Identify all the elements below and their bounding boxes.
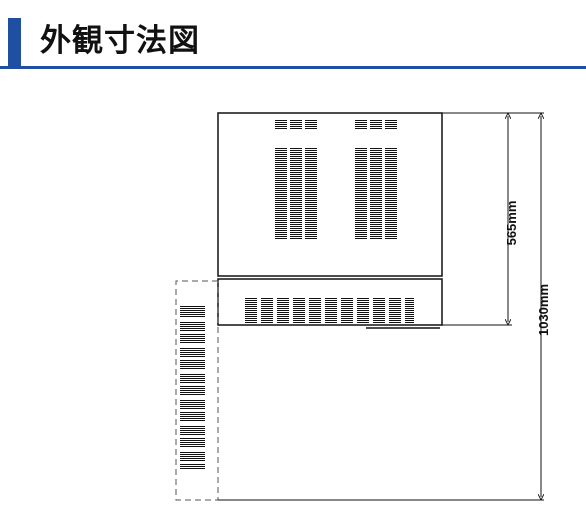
dashed-outline: [175, 280, 219, 501]
upper-main-vents-left: [275, 148, 317, 240]
section-header: 外観寸法図: [0, 0, 586, 70]
upper-unit-body: [217, 112, 443, 277]
header-accent-bar: [8, 18, 21, 66]
header-underline: [0, 66, 586, 69]
dimension-label-total: 1030mm: [536, 284, 551, 336]
page-title: 外観寸法図: [40, 23, 200, 59]
lower-unit: [217, 278, 443, 329]
dimension-label-upper: 565mm: [504, 201, 519, 246]
side-vents: [180, 305, 205, 470]
lower-unit-vents: [245, 298, 414, 323]
upper-top-vents-right: [355, 119, 397, 129]
upper-main-vents-right: [355, 148, 397, 240]
upper-unit: [217, 112, 443, 277]
upper-top-vents-left: [275, 119, 317, 129]
